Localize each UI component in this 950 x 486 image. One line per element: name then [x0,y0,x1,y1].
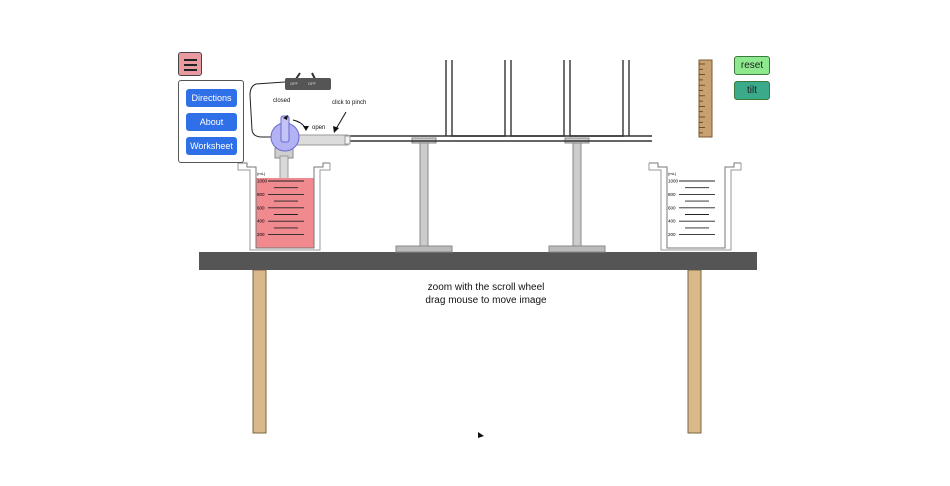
hamburger-icon-bar [184,69,197,71]
beaker-tick-label: 1000 [668,179,679,184]
beaker-tick-label: 600 [668,205,676,210]
beaker-left[interactable] [237,162,331,251]
reset-button[interactable]: reset [734,56,770,75]
stand-right [548,137,606,253]
pinch-hint-label: click to pinch [332,100,367,106]
hamburger-icon-bar [184,64,197,66]
directions-button[interactable]: Directions [186,89,237,107]
wire [249,81,286,138]
pinch-pointer [335,111,347,130]
zoom-hint: zoom with the scroll wheel [427,282,545,293]
beaker-tick-label: 800 [257,192,265,197]
manifold-tube [348,60,652,142]
table-leg-right [687,269,702,434]
valve-arrow-head-up [283,115,288,120]
hamburger-icon [184,59,197,61]
beaker-left-scale: (mL) 1000 800 600 400 200 [257,171,304,237]
mouse-cursor-icon [478,432,484,438]
drag-hint: drag mouse to move image [425,295,547,306]
table-top [199,252,757,270]
beaker-right-scale: (mL) 1000 800 600 400 200 [668,171,715,237]
ruler[interactable] [698,59,713,138]
beaker-tick-label: 600 [257,205,265,210]
valve-open-label: open [312,125,326,131]
menu-panel: Directions About Worksheet [178,80,244,163]
valve-arrow-head-down [303,126,309,131]
table-leg-left [252,269,267,434]
switch-label-2: OFF [308,81,316,86]
beaker-tick-label: 400 [668,219,676,224]
beaker-right[interactable] [648,162,742,251]
switch-label-1: OFF [290,81,298,86]
beaker-tick-label: 200 [668,232,676,237]
tilt-button[interactable]: tilt [734,81,770,100]
stand-left [395,137,453,253]
beaker-tick-label: 1000 [257,179,268,184]
beaker-unit-label: (mL) [257,171,266,176]
stopcock-valve[interactable] [270,115,351,181]
pinch-pointer-head [333,126,339,133]
power-switch[interactable] [285,72,331,90]
beaker-tick-label: 800 [668,192,676,197]
menu-button[interactable] [178,52,202,76]
beaker-tick-label: 400 [257,219,265,224]
beaker-tick-label: 200 [257,232,265,237]
worksheet-button[interactable]: Worksheet [186,137,237,155]
about-button[interactable]: About [186,113,237,131]
valve-closed-label: closed [273,98,291,104]
beaker-unit-label: (mL) [668,171,677,176]
